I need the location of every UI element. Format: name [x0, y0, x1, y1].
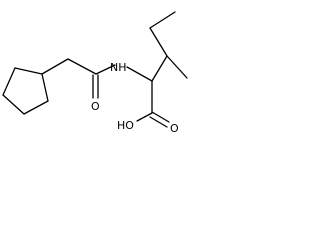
amide-nh-label: NH: [110, 61, 127, 74]
n-alpha-bond: [126, 66, 153, 82]
amide-carbonyl-bond: [92, 74, 99, 99]
acid-carbonyl-bond: [149, 111, 170, 128]
ethyl-group: [149, 11, 176, 57]
acetyl-linker: [41, 58, 97, 75]
acid-carbonyl-o-label: O: [170, 122, 179, 135]
carboxyl-oh-bond: [136, 112, 153, 122]
chemical-structure-diagram: NH O HO O: [2, 11, 188, 135]
carbonyl-o-label: O: [91, 100, 100, 113]
alpha-beta-bond: [151, 55, 168, 82]
methyl-bond: [166, 55, 188, 79]
hydroxyl-label: HO: [117, 119, 134, 132]
amide-cn-bond: [95, 64, 116, 75]
cyclopentyl-ring: [2, 67, 49, 115]
